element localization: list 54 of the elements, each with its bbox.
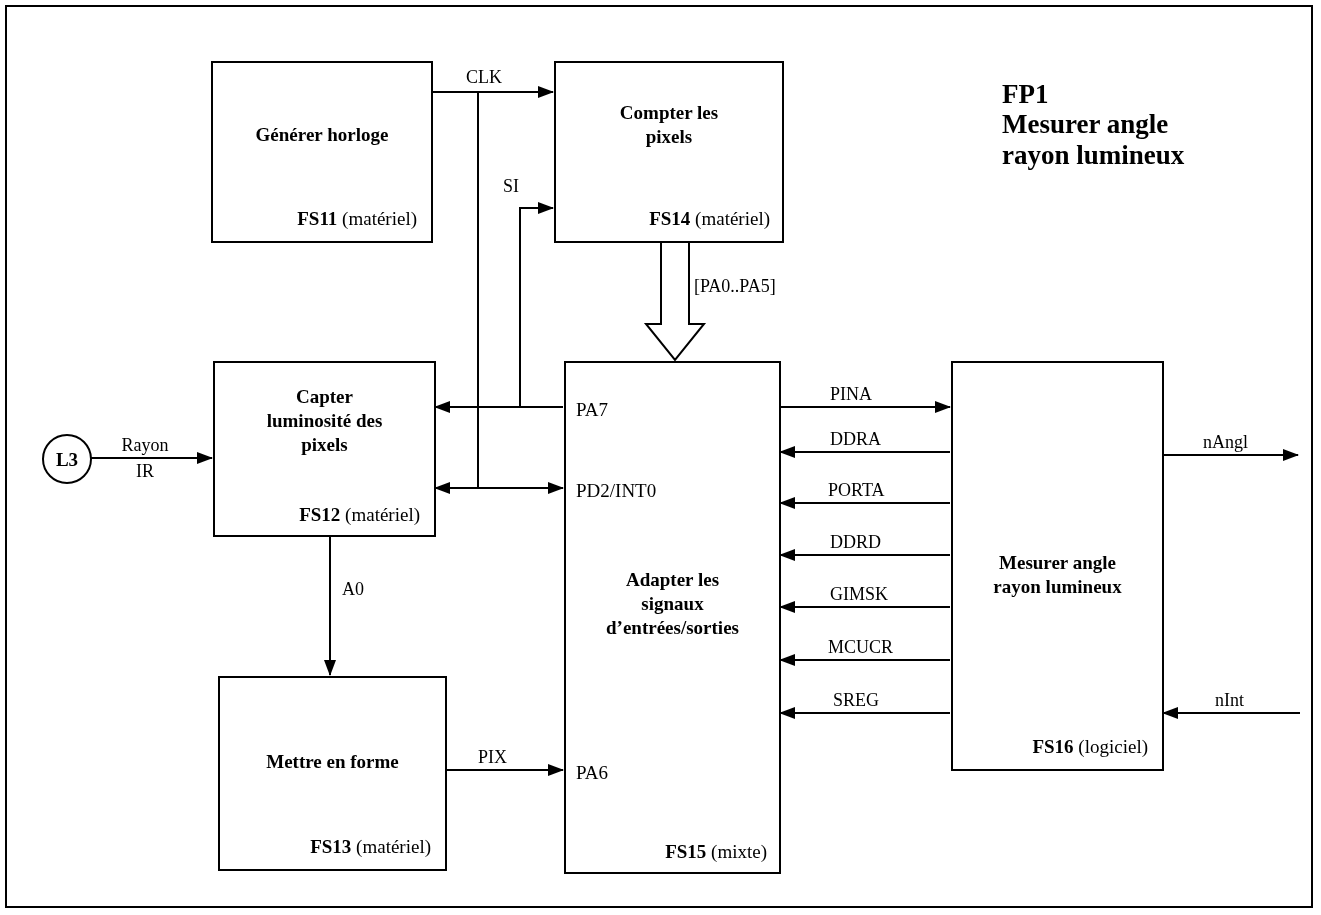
- function-box: [211, 61, 433, 243]
- frame-label: Mesurer angle rayon lumineux: [1002, 109, 1186, 171]
- arrow: [519, 202, 564, 408]
- signal-label: PORTA: [828, 479, 885, 501]
- signal-label: A0: [342, 578, 364, 600]
- function-box: [218, 676, 447, 871]
- function-id: FS13 (matériel): [310, 835, 431, 859]
- frame-label: FP1: [1002, 79, 1050, 110]
- signal-label: [PA0..PA5]: [694, 275, 776, 297]
- function-label: Mettre en forme: [265, 750, 400, 774]
- arrow: [779, 497, 951, 509]
- function-id: FS12 (matériel): [299, 503, 420, 527]
- arrow: [779, 707, 951, 719]
- function-label: Adapter les signaux d’entrées/sorties: [605, 568, 740, 640]
- signal-label: DDRD: [830, 531, 881, 553]
- arrow: [1162, 449, 1299, 461]
- signal-label: SREG: [833, 689, 879, 711]
- arrow: [779, 601, 951, 613]
- function-box: [213, 361, 436, 537]
- function-label: Compter les pixels: [618, 101, 720, 149]
- function-label: Générer horloge: [254, 123, 390, 147]
- arrow: [445, 764, 564, 776]
- signal-label: nAngl: [1203, 431, 1248, 453]
- arrow: [779, 401, 951, 413]
- signal-label: Rayon IR: [120, 434, 170, 483]
- function-id: FS11 (matériel): [297, 207, 417, 231]
- function-id: FS16 (logiciel): [1032, 735, 1148, 759]
- signal-label: nInt: [1215, 689, 1244, 711]
- signal-label: PINA: [830, 383, 872, 405]
- function-id: FS15 (mixte): [665, 840, 767, 864]
- port-label: PD2/INT0: [576, 479, 657, 503]
- function-box: [564, 361, 781, 874]
- function-label: L3: [54, 448, 80, 472]
- frame-box: [5, 5, 1313, 908]
- signal-label: DDRA: [830, 428, 881, 450]
- signal-label: CLK: [466, 66, 502, 88]
- signal-label: MCUCR: [828, 636, 894, 658]
- arrow: [1162, 707, 1301, 719]
- signal-label: GIMSK: [830, 583, 888, 605]
- bus-arrow: [643, 241, 707, 362]
- function-label: Mesurer angle rayon lumineux: [992, 551, 1123, 599]
- signal-label: PIX: [478, 746, 507, 768]
- arrow: [324, 535, 336, 676]
- arrow: [90, 452, 213, 464]
- function-id: FS14 (matériel): [649, 207, 770, 231]
- arrow: [779, 654, 951, 666]
- function-box: [951, 361, 1164, 771]
- function-box: [554, 61, 784, 243]
- signal-label: SI: [503, 175, 519, 197]
- function-label: Capter luminosité des pixels: [265, 385, 384, 457]
- arrow: [779, 549, 951, 561]
- port-label: PA7: [576, 398, 609, 422]
- port-label: PA6: [576, 761, 609, 785]
- arrow: [779, 446, 951, 458]
